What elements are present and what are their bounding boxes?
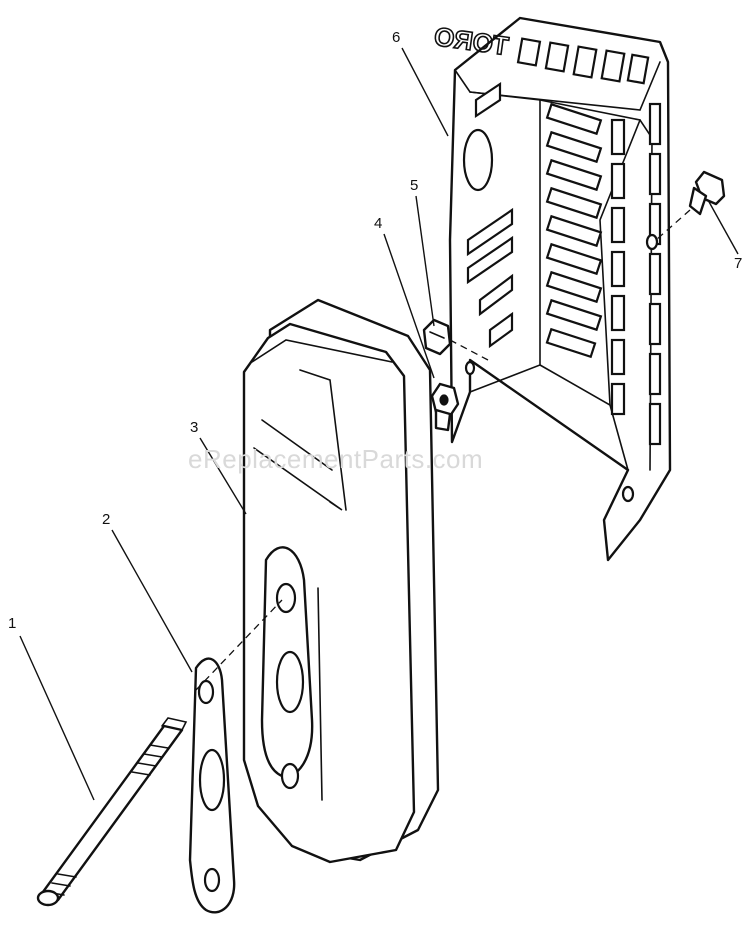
shield-hole bbox=[462, 128, 494, 192]
leader-1 bbox=[19, 635, 95, 801]
top-slots bbox=[516, 37, 650, 85]
leader-5 bbox=[415, 195, 435, 327]
callout-4: 4 bbox=[374, 215, 382, 232]
watermark: eReplacementParts.com bbox=[188, 444, 483, 474]
left-wall-slots bbox=[466, 81, 514, 349]
callout-6: 6 bbox=[392, 29, 400, 46]
leader-4 bbox=[383, 233, 435, 379]
screw-5 bbox=[422, 318, 489, 361]
callout-7: 7 bbox=[734, 255, 742, 272]
leader-lines bbox=[19, 47, 739, 801]
leader-2 bbox=[111, 529, 193, 673]
leader-7 bbox=[707, 199, 739, 255]
shield-mount-hole-bottom bbox=[621, 485, 635, 503]
leader-3 bbox=[199, 437, 247, 515]
heat-shield: TORO bbox=[431, 16, 672, 562]
muffler bbox=[242, 298, 440, 864]
shield-mount-hole-left bbox=[464, 360, 476, 376]
callout-3: 3 bbox=[190, 419, 198, 436]
right-wall-slots bbox=[610, 102, 662, 446]
callout-2: 2 bbox=[102, 511, 110, 528]
callout-5: 5 bbox=[410, 177, 418, 194]
muffler-hole-center bbox=[275, 650, 305, 714]
nut-4 bbox=[430, 382, 460, 432]
muffler-hole-top bbox=[275, 582, 297, 614]
center-wall-slots bbox=[545, 102, 603, 359]
leader-6 bbox=[401, 47, 449, 137]
shield-mount-hole-top bbox=[645, 233, 659, 251]
exhaust-stud bbox=[36, 717, 188, 907]
gasket bbox=[188, 599, 283, 914]
muffler-hole-bottom bbox=[280, 762, 300, 790]
screw bbox=[655, 170, 726, 241]
callout-1: 1 bbox=[8, 615, 16, 632]
shield-stamp: TORO bbox=[432, 21, 510, 61]
